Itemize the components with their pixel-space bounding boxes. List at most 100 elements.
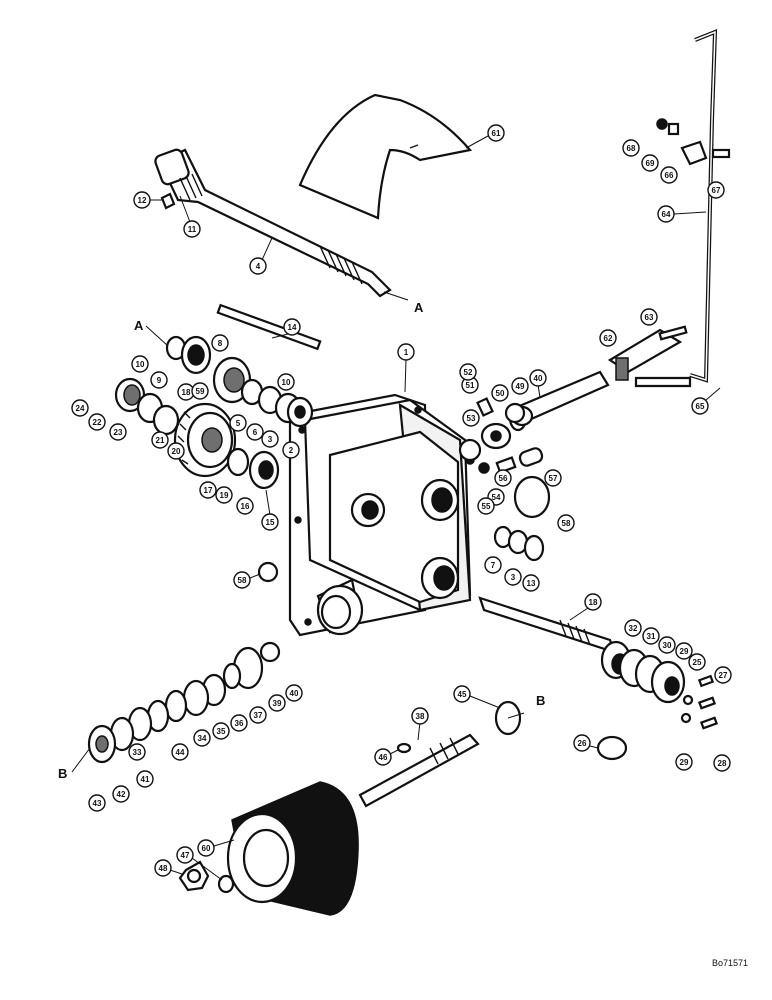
lower-bearing-stack: [87, 641, 281, 764]
callout-60: 60: [197, 839, 235, 857]
svg-text:1: 1: [404, 348, 409, 357]
svg-text:2: 2: [289, 446, 294, 455]
callout-36: 36: [230, 714, 248, 732]
svg-text:40: 40: [290, 689, 299, 698]
svg-text:20: 20: [172, 447, 181, 456]
callout-31: 31: [642, 627, 660, 645]
callout-3b: 3: [504, 568, 522, 586]
drum: [178, 781, 359, 916]
callout-16: 16: [236, 497, 254, 515]
callout-1: 1: [397, 343, 415, 393]
svg-text:15: 15: [266, 518, 275, 527]
svg-text:8: 8: [218, 339, 223, 348]
callout-66: 66: [660, 166, 678, 184]
svg-text:62: 62: [604, 334, 613, 343]
gearbox-housing: [288, 393, 482, 637]
section-letter-b-right: B: [536, 693, 545, 708]
callout-65: 65: [691, 387, 721, 415]
callout-7: 7: [484, 556, 502, 574]
callout-42: 42: [112, 785, 130, 803]
svg-text:60: 60: [202, 844, 211, 853]
svg-text:25: 25: [693, 658, 702, 667]
svg-text:56: 56: [499, 474, 508, 483]
svg-text:59: 59: [196, 387, 205, 396]
callout-47: 47: [176, 846, 223, 881]
svg-text:12: 12: [138, 196, 147, 205]
callout-37: 37: [249, 706, 267, 724]
callout-48: 48: [154, 859, 183, 877]
svg-text:14: 14: [288, 323, 297, 332]
section-letter-a-top: A: [414, 300, 424, 315]
svg-text:26: 26: [578, 739, 587, 748]
callout-45: 45: [453, 685, 501, 709]
callout-64: 64: [657, 205, 707, 223]
callout-58b: 58: [233, 571, 261, 589]
svg-text:16: 16: [241, 502, 250, 511]
callout-27: 27: [714, 666, 732, 684]
callout-39: 39: [268, 694, 286, 712]
input-shaft: [154, 148, 392, 298]
callout-25: 25: [688, 653, 706, 671]
svg-text:19: 19: [220, 491, 229, 500]
callout-56: 56: [494, 469, 512, 487]
svg-text:35: 35: [217, 727, 226, 736]
svg-text:42: 42: [117, 790, 126, 799]
callout-35: 35: [212, 722, 230, 740]
callout-2: 2: [282, 441, 300, 459]
callout-46: 46: [374, 748, 399, 766]
callout-22: 22: [88, 413, 106, 431]
svg-text:66: 66: [665, 171, 674, 180]
callout-61: 61: [465, 124, 505, 149]
svg-text:43: 43: [93, 799, 102, 808]
svg-text:3: 3: [268, 435, 273, 444]
callout-11: 11: [179, 195, 201, 238]
svg-text:5: 5: [236, 419, 241, 428]
svg-text:18: 18: [589, 598, 598, 607]
callout-69: 69: [641, 154, 659, 172]
svg-text:40: 40: [534, 374, 543, 383]
callout-51: 51: [461, 376, 479, 394]
callout-41: 41: [136, 770, 154, 788]
svg-text:21: 21: [156, 436, 165, 445]
svg-text:50: 50: [496, 389, 505, 398]
callout-12: 12: [133, 191, 164, 209]
output-shaft-clutch: [478, 596, 719, 761]
svg-text:49: 49: [516, 382, 525, 391]
callout-4: 4: [249, 237, 273, 275]
svg-text:13: 13: [527, 579, 536, 588]
callout-29: 29: [675, 642, 693, 660]
svg-text:41: 41: [141, 775, 150, 784]
callout-62: 62: [599, 329, 617, 347]
callout-29b: 29: [675, 753, 693, 771]
callout-23: 23: [109, 423, 127, 441]
svg-text:10: 10: [282, 378, 291, 387]
callout-55: 55: [477, 497, 495, 515]
svg-text:7: 7: [491, 561, 496, 570]
callout-13: 13: [522, 574, 540, 592]
svg-text:37: 37: [254, 711, 263, 720]
svg-text:6: 6: [253, 428, 258, 437]
svg-text:18: 18: [182, 388, 191, 397]
callout-50: 50: [491, 384, 509, 402]
callout-24: 24: [71, 399, 89, 417]
callout-30: 30: [658, 636, 676, 654]
svg-text:53: 53: [467, 414, 476, 423]
svg-text:55: 55: [482, 502, 491, 511]
svg-text:23: 23: [114, 428, 123, 437]
callout-38: 38: [411, 707, 429, 741]
section-letter-b-left: B: [58, 766, 67, 781]
drawing-number: Bo71571: [712, 958, 748, 968]
callout-20: 20: [167, 442, 185, 460]
svg-text:58: 58: [562, 519, 571, 528]
callout-58a: 58: [557, 514, 575, 532]
callout-26: 26: [573, 734, 599, 752]
svg-text:39: 39: [273, 699, 282, 708]
svg-text:38: 38: [416, 712, 425, 721]
svg-text:32: 32: [629, 624, 638, 633]
svg-text:46: 46: [379, 753, 388, 762]
callout-67: 67: [707, 181, 725, 199]
svg-text:63: 63: [645, 313, 654, 322]
svg-text:54: 54: [492, 493, 501, 502]
svg-text:58: 58: [238, 576, 247, 585]
